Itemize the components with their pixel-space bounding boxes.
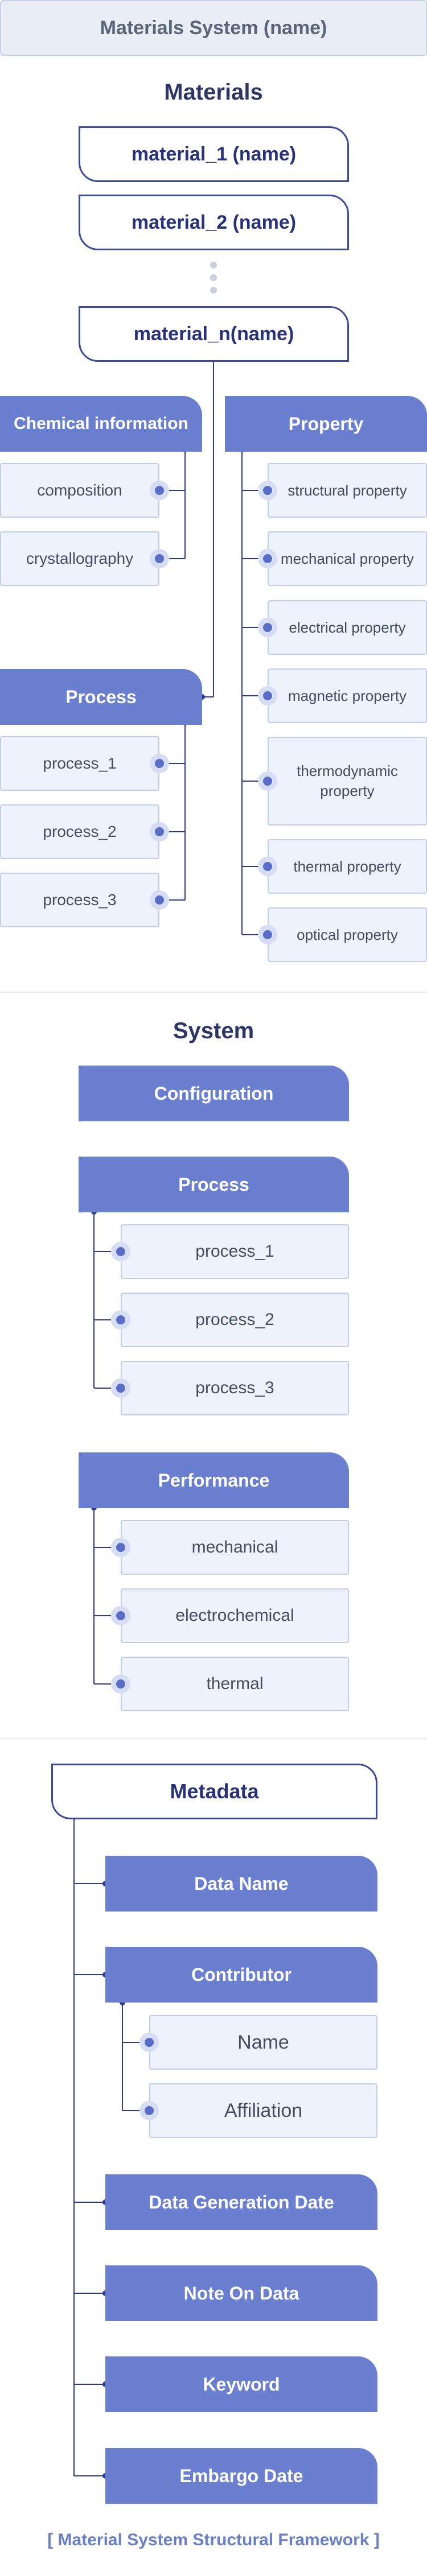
metadata-node: Metadata [51, 1764, 377, 1819]
system-process-item-1: process_1 [121, 1224, 349, 1279]
connector-dot [263, 486, 272, 495]
configuration-header: Configuration [79, 1066, 349, 1121]
performance-item-mechanical: mechanical [121, 1520, 349, 1575]
performance-item-electrochemical: electrochemical [121, 1588, 349, 1643]
performance-header: Performance [79, 1452, 349, 1508]
system-process-item-2: process_2 [121, 1293, 349, 1347]
material-2-node: material_2 (name) [79, 195, 349, 250]
system-name-banner: Materials System (name) [0, 0, 427, 56]
connector-dot [116, 1543, 125, 1552]
materials-process-header: Process [0, 669, 202, 725]
ellipsis-dot [210, 287, 217, 294]
metadata-embargo-date: Embargo Date [105, 2448, 377, 2504]
metadata-note-on-data: Note On Data [105, 2265, 377, 2321]
section-divider [0, 1738, 427, 1739]
chemical-item-crystallography: crystallography [0, 531, 159, 586]
performance-item-thermal: thermal [121, 1657, 349, 1711]
material-1-node: material_1 (name) [79, 126, 349, 182]
metadata-data-name: Data Name [105, 1856, 377, 1912]
property-item-mechanical: mechanical property [268, 531, 427, 586]
metadata-data-generation-date: Data Generation Date [105, 2174, 377, 2230]
material-n-node: material_n(name) [79, 306, 349, 362]
connector-dot [116, 1679, 125, 1689]
connector-dot [263, 623, 272, 632]
property-item-structural: structural property [268, 463, 427, 518]
property-item-thermodynamic: thermodynamic property [268, 737, 427, 825]
connector-dot [116, 1384, 125, 1393]
connector-dot [116, 1611, 125, 1620]
materials-process-item-3: process_3 [0, 873, 159, 927]
property-item-optical: optical property [268, 907, 427, 962]
property-item-thermal: thermal property [268, 839, 427, 894]
connector-dot [145, 2106, 154, 2115]
chemical-information-header: Chemical information [0, 396, 202, 452]
metadata-contributor-header: Contributor [105, 1947, 377, 2003]
materials-process-item-1: process_1 [0, 736, 159, 791]
ellipsis-dot [210, 262, 217, 269]
connector-dot [155, 554, 164, 563]
connector-dot [155, 759, 164, 768]
system-process-header: Process [79, 1157, 349, 1212]
connector-dot [155, 895, 164, 905]
connector-dot [263, 777, 272, 786]
connector-dot [263, 554, 272, 563]
connector-dot [116, 1315, 125, 1324]
metadata-keyword: Keyword [105, 2356, 377, 2412]
section-divider [0, 992, 427, 993]
property-item-magnetic: magnetic property [268, 668, 427, 723]
framework-caption: [ Material System Structural Framework ] [47, 2530, 380, 2549]
connector-dot [155, 486, 164, 495]
system-process-item-3: process_3 [121, 1361, 349, 1415]
connector-dot [145, 2038, 154, 2047]
connector-dot [116, 1247, 125, 1256]
property-header: Property [225, 396, 427, 452]
connector-dot [263, 930, 272, 939]
connector-dot [263, 691, 272, 700]
materials-process-item-2: process_2 [0, 804, 159, 859]
contributor-item-affiliation: Affiliation [149, 2083, 377, 2138]
ellipsis-dot [210, 274, 217, 281]
materials-title: Materials [164, 79, 263, 105]
contributor-item-name: Name [149, 2015, 377, 2070]
chemical-item-composition: composition [0, 463, 159, 518]
connector-dot [263, 862, 272, 871]
property-item-electrical: electrical property [268, 600, 427, 655]
connector-dot [155, 827, 164, 836]
system-title: System [173, 1018, 254, 1043]
